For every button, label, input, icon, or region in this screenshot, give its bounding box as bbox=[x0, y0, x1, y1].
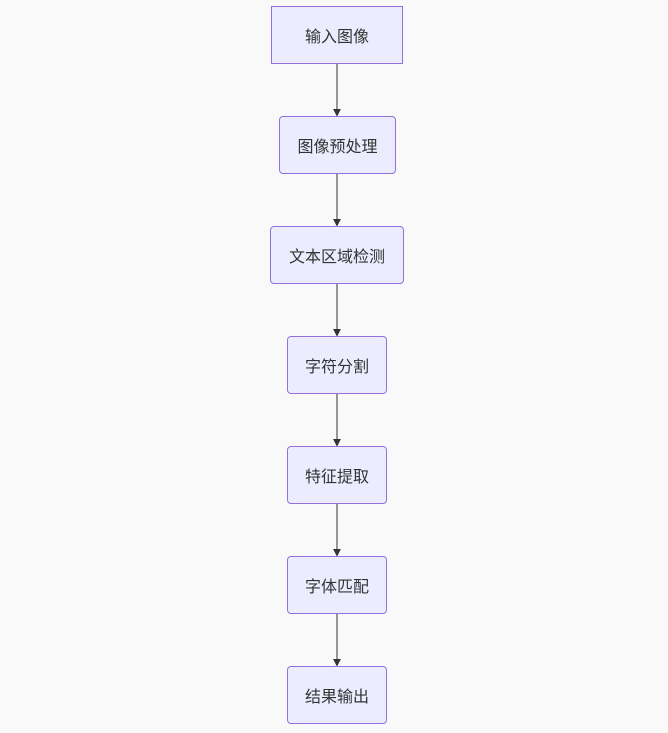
node-text-region-detect-label: 文本区域检测 bbox=[288, 247, 385, 266]
node-image-preprocess: 图像预处理 bbox=[279, 116, 396, 174]
node-input-image: 输入图像 bbox=[271, 6, 403, 64]
node-char-segment: 字符分割 bbox=[287, 336, 387, 394]
node-result-output-label: 结果输出 bbox=[304, 687, 369, 706]
node-image-preprocess-label: 图像预处理 bbox=[297, 137, 378, 156]
node-font-match: 字体匹配 bbox=[287, 556, 387, 614]
node-result-output: 结果输出 bbox=[287, 666, 387, 724]
node-char-segment-label: 字符分割 bbox=[304, 357, 369, 376]
node-input-image-label: 输入图像 bbox=[304, 27, 369, 46]
node-feature-extract-label: 特征提取 bbox=[304, 467, 369, 486]
node-font-match-label: 字体匹配 bbox=[304, 577, 369, 596]
node-feature-extract: 特征提取 bbox=[287, 446, 387, 504]
node-text-region-detect: 文本区域检测 bbox=[270, 226, 404, 284]
